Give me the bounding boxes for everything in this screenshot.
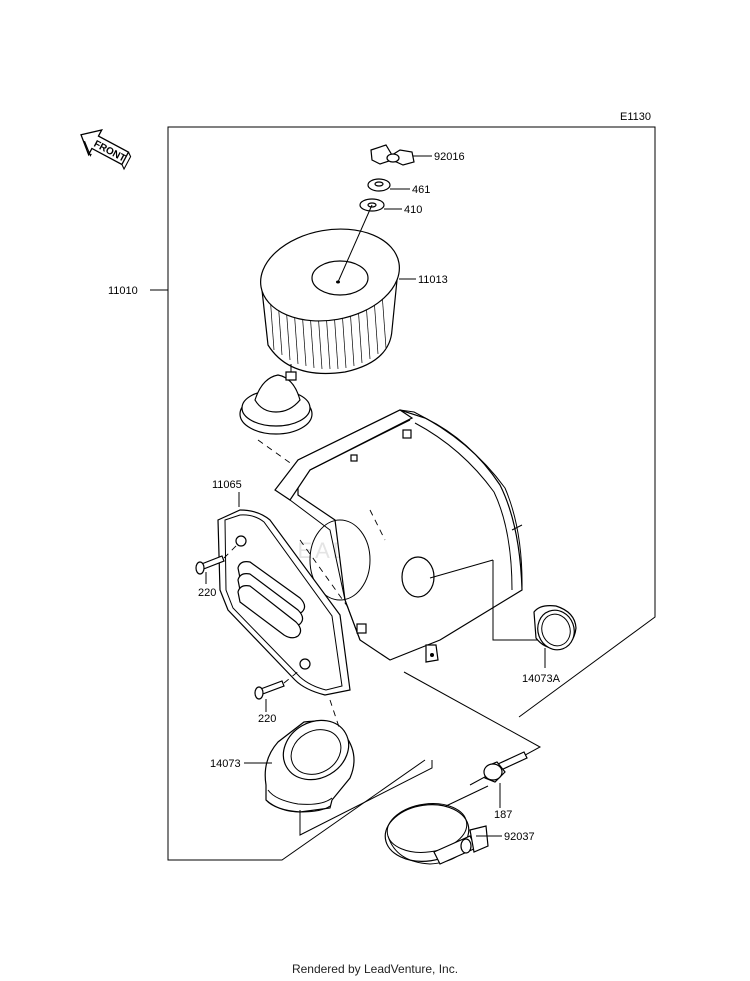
intake-duct-14073 [244,699,355,813]
diagram-code: E1130 [620,111,651,123]
front-arrow-icon: FRONT [80,128,132,171]
assembly-bracket [505,126,656,718]
label-14073: 14073 [210,758,241,770]
label-220-upper: 220 [198,587,216,599]
label-461: 461 [412,184,430,196]
label-187: 187 [494,809,512,821]
footer-credit: Rendered by LeadVenture, Inc. [291,962,459,976]
air-box-cover-11065 [217,492,351,696]
wing-nut-92016 [370,144,432,166]
filter-holder [239,364,313,471]
label-410: 410 [404,204,422,216]
air-box-housing [274,409,540,663]
lock-washer-461 [367,178,410,192]
hose-clamp-92037 [384,803,502,865]
label-11013: 11013 [418,274,448,286]
label-14073A: 14073A [522,673,561,685]
washer-410 [359,198,402,212]
label-92037: 92037 [504,831,535,843]
label-220-lower: 220 [258,713,276,725]
cap-14073A [533,605,577,668]
label-11065: 11065 [212,479,242,491]
screw-220-upper [195,543,239,584]
bolt-187 [483,751,528,808]
air-filter-element-11013 [260,204,416,375]
label-92016: 92016 [434,151,465,163]
screw-220-lower [254,669,301,712]
label-11010: 11010 [108,285,138,297]
